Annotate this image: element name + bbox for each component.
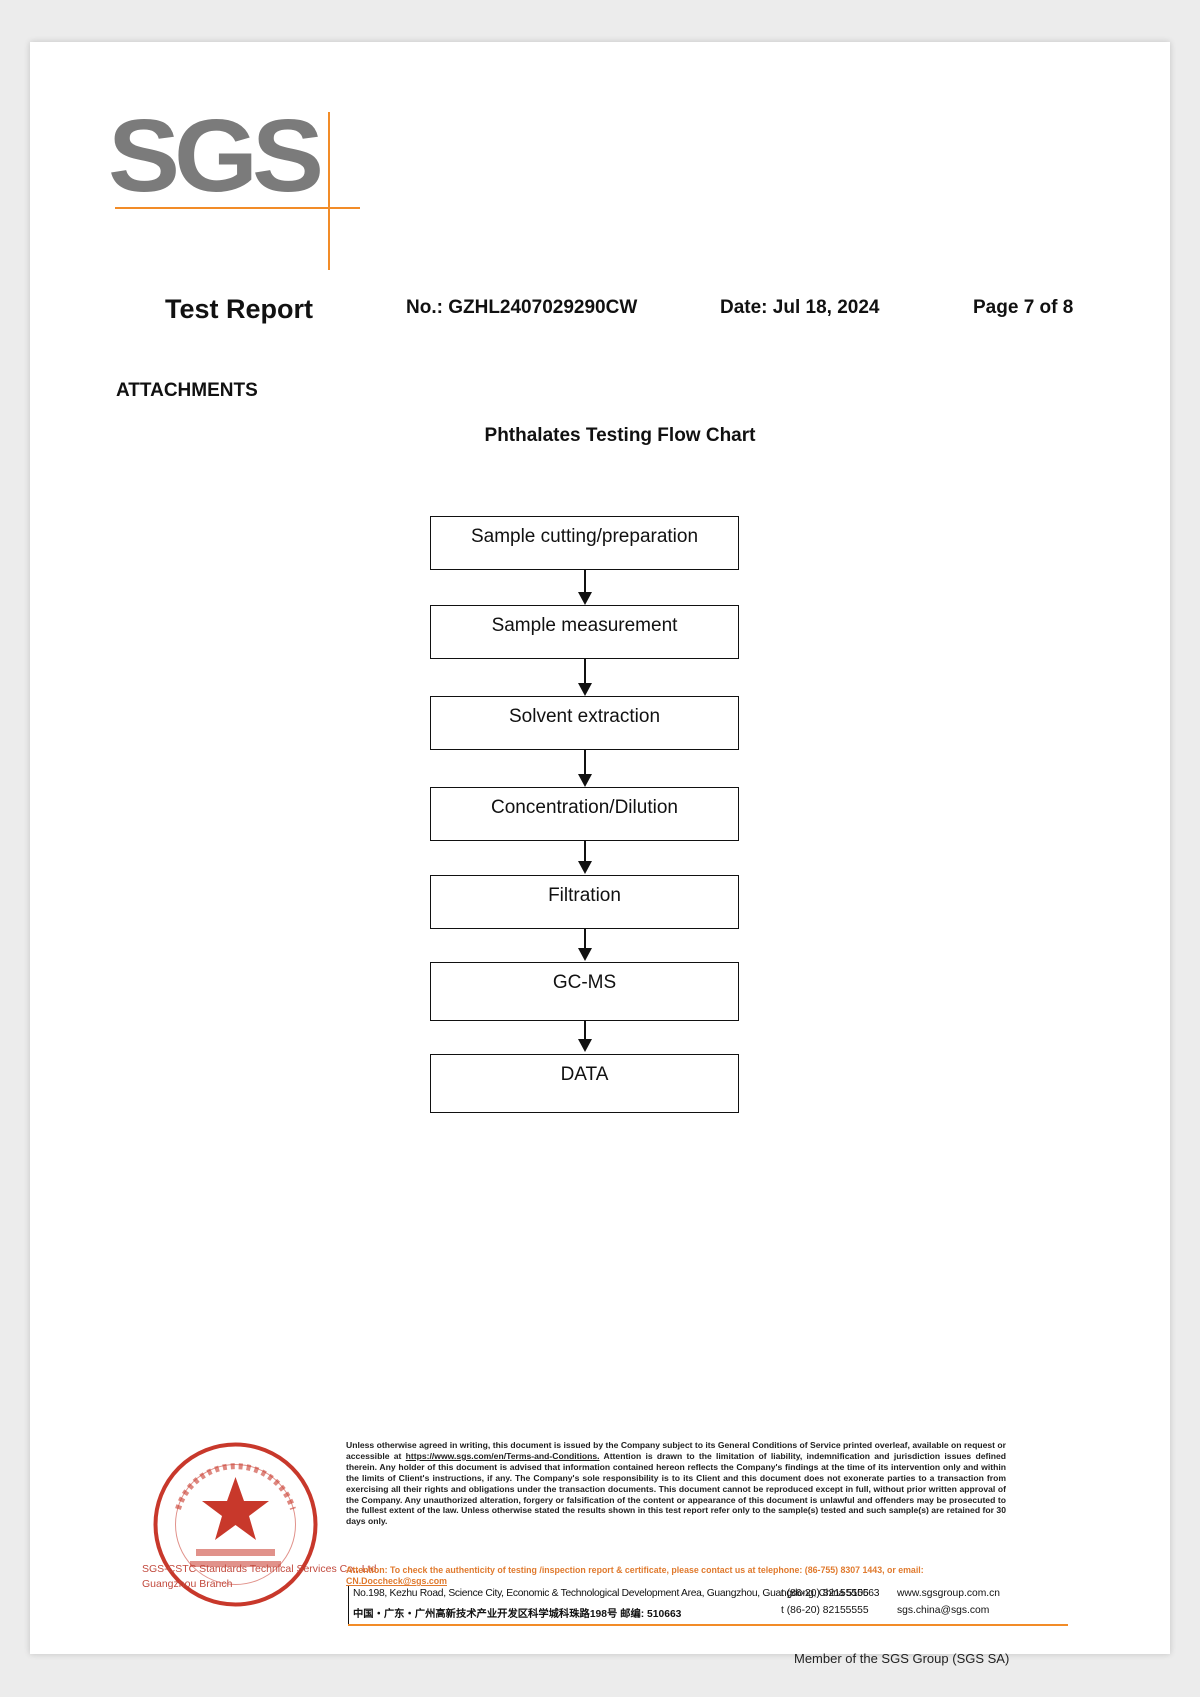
arrow-head-icon: [578, 948, 592, 961]
flow-step: GC-MS: [430, 962, 739, 1021]
arrow-head-icon: [578, 683, 592, 696]
arrow-head-icon: [578, 861, 592, 874]
arrow-head-icon: [578, 592, 592, 605]
terms-link[interactable]: https://www.sgs.com/en/Terms-and-Conditi…: [405, 1450, 600, 1461]
flow-arrow: [584, 1021, 586, 1041]
flow-step: Solvent extraction: [430, 696, 739, 750]
doccheck-email-link[interactable]: CN.Doccheck@sgs.com: [346, 1576, 447, 1587]
website-link[interactable]: www.sgsgroup.com.cn: [897, 1588, 1001, 1599]
seal-side-line: SGS-CSTC Standards Technical Services Co…: [142, 1563, 380, 1575]
flow-step: DATA: [430, 1054, 739, 1113]
document-page: SGS Test Report No.: GZHL2407029290CW Da…: [30, 42, 1170, 1666]
arrow-head-icon: [578, 774, 592, 787]
arrow-head-icon: [578, 1039, 592, 1052]
section-heading: ATTACHMENTS: [116, 380, 258, 401]
company-seal-icon: [153, 1442, 318, 1607]
flow-step: Concentration/Dilution: [430, 787, 739, 841]
legal-text: Unless otherwise agreed in writing, this…: [346, 1440, 1006, 1461]
address-chinese: 中国・广东・广州高新技术产业开发区科学城科珠路198号 邮编: 510663: [353, 1609, 682, 1620]
flowchart-title: Phthalates Testing Flow Chart: [484, 425, 756, 446]
footer-rule: [348, 1624, 1068, 1626]
logo-wordmark: SGS: [108, 98, 324, 213]
telephone: t (86-20) 82155555: [781, 1605, 869, 1616]
member-note: Member of the SGS Group (SGS SA): [794, 1651, 1010, 1666]
seal-side-line: Guangzhou Branch: [142, 1578, 233, 1591]
report-number: No.: GZHL2407029290CW: [406, 297, 638, 318]
flow-arrow: [584, 570, 586, 594]
authenticity-notice: Attention: To check the authenticity of …: [346, 1565, 1006, 1587]
report-date: Date: Jul 18, 2024: [720, 297, 880, 318]
flow-step: Sample measurement: [430, 605, 739, 659]
flow-arrow: [584, 659, 586, 685]
flow-arrow: [584, 841, 586, 863]
flow-step: Sample cutting/preparation: [430, 516, 739, 570]
legal-text: Attention is drawn to the limitation of …: [346, 1450, 1006, 1527]
flow-step: Filtration: [430, 875, 739, 929]
logo-horizontal-rule: [115, 207, 360, 209]
legal-disclaimer: Unless otherwise agreed in writing, this…: [346, 1440, 1006, 1527]
flow-arrow: [584, 750, 586, 776]
report-title: Test Report: [165, 294, 314, 324]
page-indicator: Page 7 of 8: [973, 297, 1074, 318]
address-divider: [348, 1586, 350, 1626]
email-link[interactable]: sgs.china@sgs.com: [897, 1605, 990, 1616]
telephone: t (86-20) 82155555: [781, 1588, 869, 1599]
seal-side-text: SGS-CSTC Standards Technical Services Co…: [142, 1562, 379, 1592]
attention-text: Attention: To check the authenticity of …: [346, 1565, 924, 1575]
address-english: No.198, Kezhu Road, Science City, Econom…: [353, 1588, 880, 1599]
logo-vertical-rule: [328, 112, 330, 270]
flow-arrow: [584, 929, 586, 950]
